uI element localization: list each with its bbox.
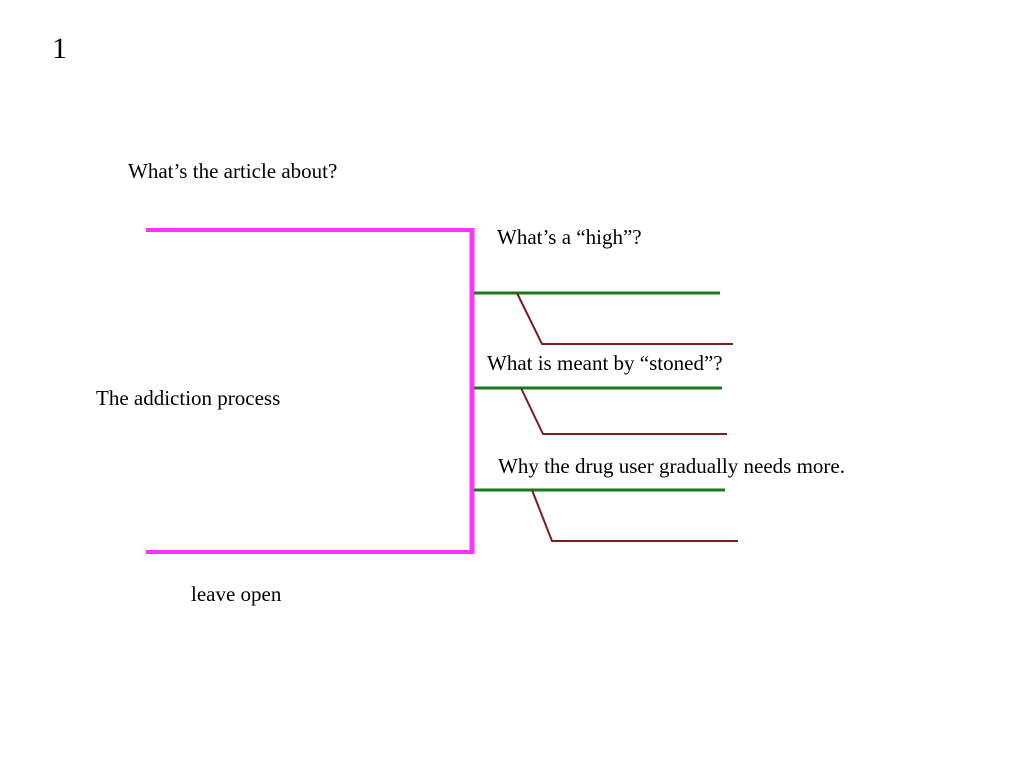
sub-line-high	[516, 292, 733, 345]
branch-label-needs-more: Why the drug user gradually needs more.	[498, 454, 845, 478]
branch-needs-more	[474, 488, 738, 542]
slide-number: 1	[52, 32, 67, 65]
topic-bracket	[146, 228, 475, 554]
sub-line-needs-more	[531, 489, 738, 542]
footer-note-label: leave open	[191, 582, 282, 606]
branch-high	[474, 291, 733, 345]
branch-label-high: What’s a “high”?	[497, 225, 642, 249]
branch-label-stoned: What is meant by “stoned”?	[487, 351, 723, 375]
sub-line-stoned	[520, 387, 727, 435]
main-topic-label: The addiction process	[96, 386, 281, 410]
question-label: What’s the article about?	[128, 159, 338, 183]
branch-stoned	[474, 386, 727, 435]
